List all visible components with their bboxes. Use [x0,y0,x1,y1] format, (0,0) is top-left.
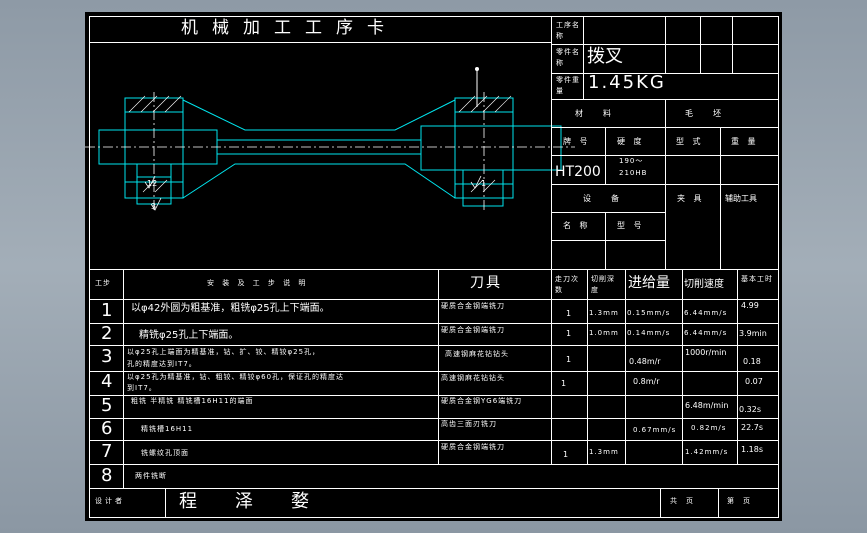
step-number: 8 [101,465,113,486]
step-passes: 1 [561,379,567,388]
step-time: 0.18 [743,357,761,366]
depth-header: 切削深度 [591,275,615,294]
step-number: 7 [101,441,113,462]
step-feed: 0.48m/r [629,357,661,366]
page-number-label: 第 页 [727,497,751,505]
total-pages-label: 共 页 [670,497,694,505]
step-feed: 0.15mm/s [627,309,671,317]
speed-header: 切削速度 [684,279,724,290]
step-tool: 高速钢麻花钻钻头 [441,374,505,382]
designer-name: 程 泽 婺 [179,491,319,512]
part-weight: 1.45KG [588,72,666,93]
step-number: 2 [101,323,113,344]
step-description-line2: 到IT7。 [127,384,157,392]
time-header: 基本工时 [741,275,773,283]
equipment-name-label: 名 称 [563,221,591,230]
step-passes: 1 [563,450,569,459]
step-description: 以φ25孔上端面为精基准，钻、扩、铰、精铰φ25孔， [127,348,321,356]
border-bottom [89,517,779,518]
step-description: 以φ25孔为精基准，钻、粗铰、精铰φ60孔，保证孔的精度达 [127,373,345,381]
border-right [778,16,779,518]
step-description: 以φ42外圆为粗基准，粗铣φ25孔上下端面。 [131,303,330,314]
step-speed: 6.44mm/s [684,309,728,317]
step-description: 精铣φ25孔上下端面。 [139,330,239,341]
step-description: 两件铣断 [135,472,167,480]
step-tool: 高齿三面刃铣刀 [441,420,497,428]
part-drawing [85,67,575,212]
hardness-label: 硬 度 [617,137,645,146]
step-time: 4.99 [741,301,759,310]
part-weight-label: 零件重量 [556,76,580,95]
step-feed: 0.14mm/s [627,329,671,337]
border-top [89,16,779,17]
process-name-label: 工序名称 [556,21,580,40]
step-time: 1.18s [741,445,763,454]
roughness-label-left: 12 [147,179,158,188]
step-tool: 高速钢麻花钻钻头 [445,350,509,358]
step-speed: 0.82m/s [691,424,727,432]
step-time: 0.32s [739,405,761,414]
step-description: 粗铣 半精铣 精铣槽16H11的端面 [131,397,254,405]
process-card-sheet: 机械加工工序卡 工序名称 零件名称 拨叉 零件重量 1.45KG 材 料 毛 坯… [85,12,782,521]
blank-label: 毛 坯 [685,109,727,118]
material-label: 材 料 [575,109,617,118]
step-speed: 1.42mm/s [685,448,729,456]
step-speed: 6.44mm/s [684,329,728,337]
step-time: 3.9min [739,329,767,338]
equipment-label: 设 备 [583,194,625,203]
step-passes: 1 [566,309,572,318]
step-feed: 0.8m/r [633,377,660,386]
step-passes: 1 [566,355,572,364]
equipment-model-label: 型 号 [617,221,645,230]
hardness-value-1: 190～ [619,157,644,165]
material-grade: HT200 [555,164,601,180]
step-tool: 硬质合金钢端铣刀 [441,302,505,310]
description-header: 安 装 及 工 步 说 明 [207,279,309,287]
step-number: 1 [101,300,113,321]
step-passes: 1 [566,329,572,338]
step-tool: 硬质合金钢YG6端铣刀 [441,397,523,405]
fixture-label: 夹 具 [677,194,705,203]
step-speed: 6.48m/min [685,401,729,410]
passes-header: 走刀次数 [555,275,579,294]
step-number: 3 [101,346,113,367]
roughness-label-left-bottom: 3 [151,202,157,211]
step-time: 0.07 [745,377,763,386]
border-left [89,16,90,518]
aux-tool-label: 辅助工具 [725,194,757,203]
step-description: 铣螺纹孔顶面 [141,449,189,457]
step-feed: 0.67mm/s [633,426,677,434]
step-number: 6 [101,418,113,439]
step-description: 精铣槽16H11 [141,425,194,433]
step-description-line2: 孔的精度达到IT7。 [127,360,197,368]
step-tool: 硬质合金钢端铣刀 [441,326,505,334]
part-name-label: 零件名称 [556,48,580,67]
step-depth: 1.0mm [589,329,619,337]
step-speed: 1000r/min [685,348,727,357]
step-time: 22.7s [741,423,763,432]
step-tool: 硬质合金钢端铣刀 [441,443,505,451]
feed-header: 进给量 [628,275,670,291]
step-depth: 1.3mm [589,309,619,317]
tool-header: 刀具 [470,275,502,291]
designer-label: 设计者 [95,497,125,505]
card-title: 机械加工工序卡 [181,18,398,38]
grade-label: 牌 号 [563,137,591,146]
step-depth: 1.3mm [589,448,619,456]
type-label: 型 式 [676,137,704,146]
roughness-label-right: 1 [481,179,487,188]
step-header: 工步 [95,279,111,287]
hardness-value-2: 210HB [619,169,648,177]
step-number: 5 [101,395,113,416]
step-number: 4 [101,371,113,392]
part-name: 拨叉 [587,46,623,67]
weight-label: 重 量 [731,137,759,146]
